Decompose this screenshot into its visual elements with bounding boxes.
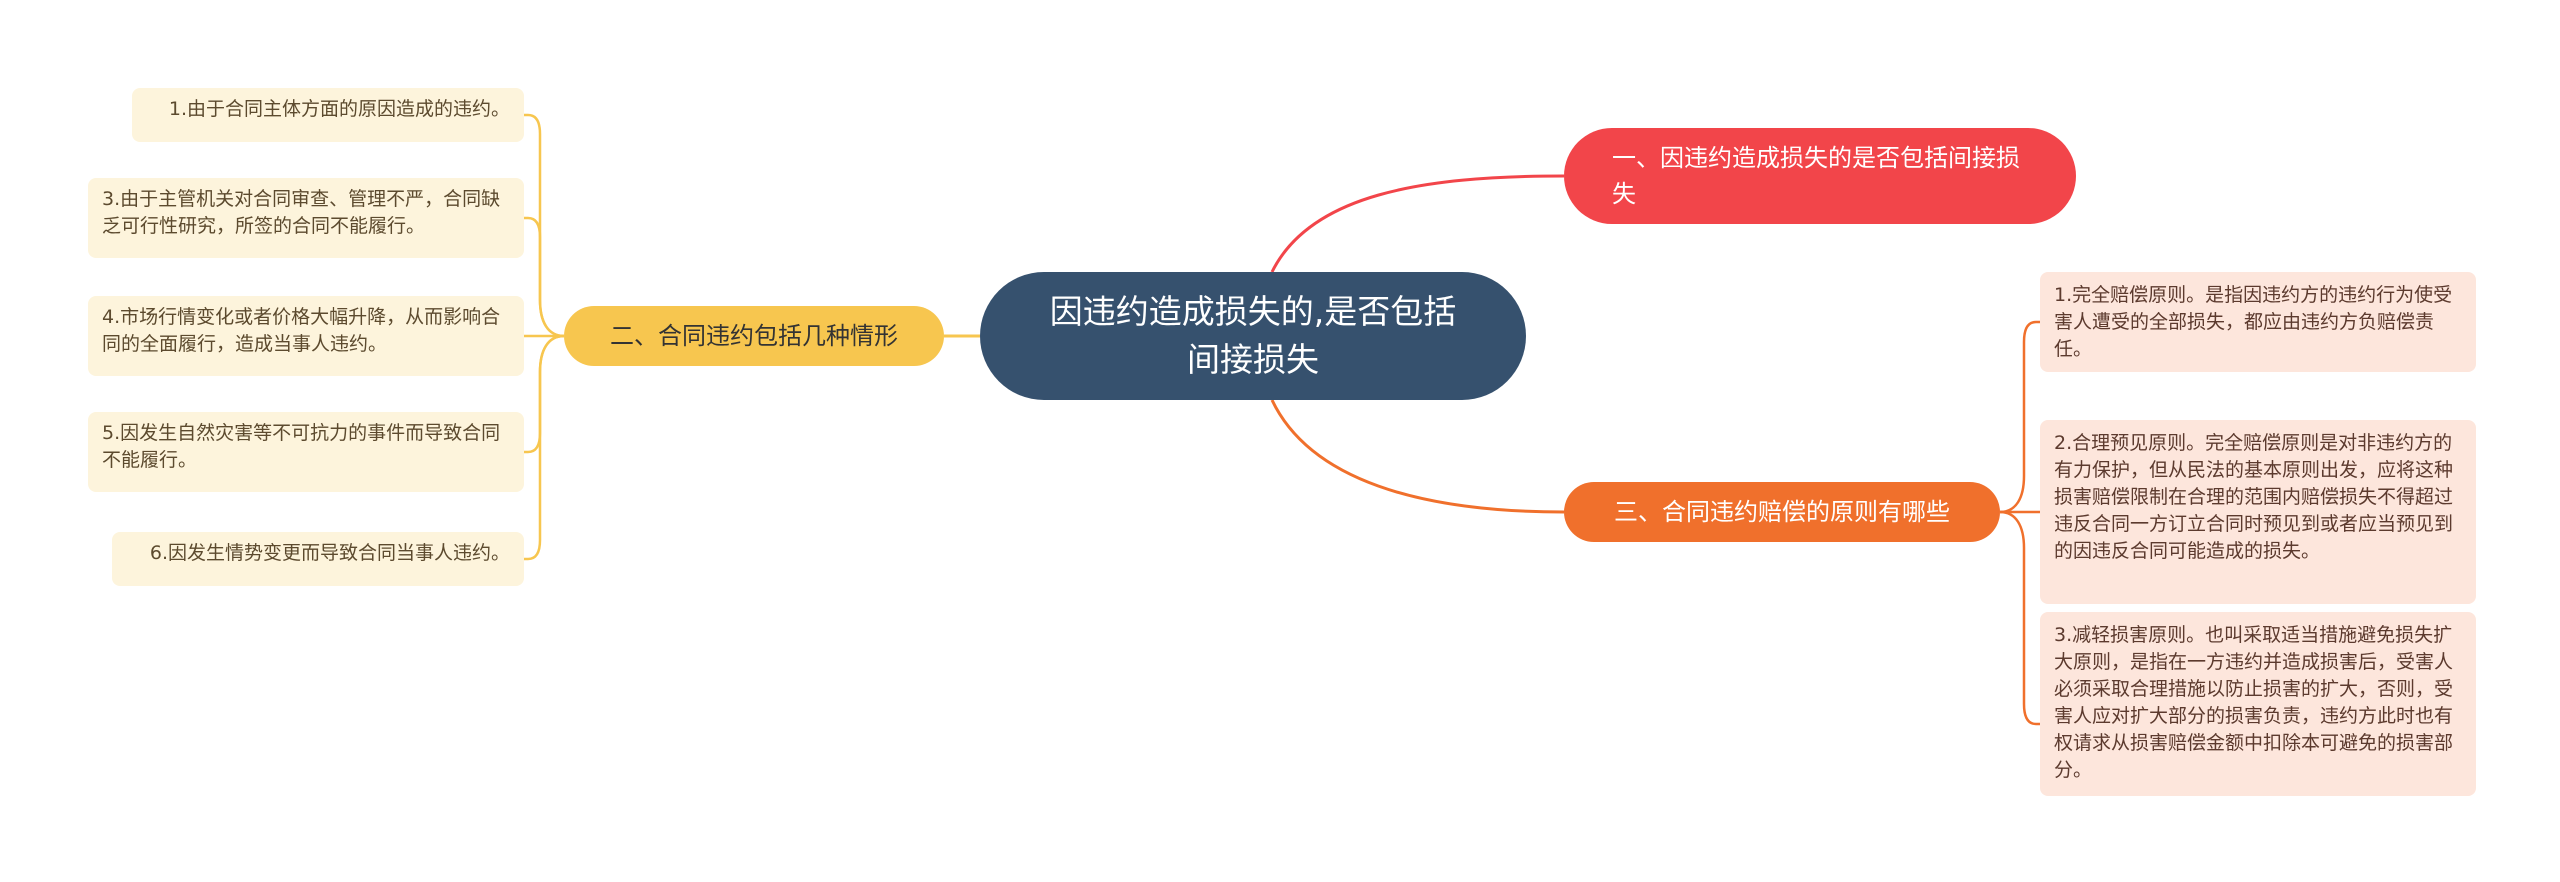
connectors-branch-2 [524, 113, 565, 561]
leaf-2-3-text: 4.市场行情变化或者价格大幅升降，从而影响合同的全面履行，造成当事人违约。 [102, 306, 501, 355]
leaf-node-3-2[interactable]: 2.合理预见原则。完全赔偿原则是对非违约方的有力保护，但从民法的基本原则出发，应… [2040, 420, 2476, 604]
leaf-node-2-1[interactable]: 1.由于合同主体方面的原因造成的违约。 [132, 88, 524, 142]
leaf-3-2-text: 2.合理预见原则。完全赔偿原则是对非违约方的有力保护，但从民法的基本原则出发，应… [2054, 432, 2454, 562]
connector-root-branch-3 [1270, 399, 1565, 514]
branch-2-label: 二、合同违约包括几种情形 [610, 322, 898, 350]
branch-node-2[interactable]: 二、合同违约包括几种情形 [564, 306, 944, 366]
connectors-branch-3 [1999, 320, 2040, 726]
root-node[interactable]: 因违约造成损失的,是否包括间接损失 [980, 272, 1526, 400]
leaf-node-3-1[interactable]: 1.完全赔偿原则。是指因违约方的违约行为使受害人遭受的全部损失，都应由违约方负赔… [2040, 272, 2476, 372]
leaf-node-2-3[interactable]: 4.市场行情变化或者价格大幅升降，从而影响合同的全面履行，造成当事人违约。 [88, 296, 524, 376]
leaf-3-3-text: 3.减轻损害原则。也叫采取适当措施避免损失扩大原则，是指在一方违约并造成损害后，… [2054, 624, 2454, 781]
leaf-2-5-text: 6.因发生情势变更而导致合同当事人违约。 [149, 542, 510, 564]
leaf-3-1-text: 1.完全赔偿原则。是指因违约方的违约行为使受害人遭受的全部损失，都应由违约方负赔… [2054, 284, 2453, 360]
root-node-label: 因违约造成损失的,是否包括间接损失 [1049, 292, 1457, 379]
branch-node-3[interactable]: 三、合同违约赔偿的原则有哪些 [1564, 482, 2000, 542]
leaf-node-2-2[interactable]: 3.由于主管机关对合同审查、管理不严，合同缺乏可行性研究，所签的合同不能履行。 [88, 178, 524, 258]
leaf-2-2-text: 3.由于主管机关对合同审查、管理不严，合同缺乏可行性研究，所签的合同不能履行。 [102, 188, 501, 237]
leaf-node-2-5[interactable]: 6.因发生情势变更而导致合同当事人违约。 [112, 532, 524, 586]
branch-node-1[interactable]: 一、因违约造成损失的是否包括间接损失 [1564, 128, 2076, 224]
leaf-node-3-3[interactable]: 3.减轻损害原则。也叫采取适当措施避免损失扩大原则，是指在一方违约并造成损害后，… [2040, 612, 2476, 796]
leaf-node-2-4[interactable]: 5.因发生自然灾害等不可抗力的事件而导致合同不能履行。 [88, 412, 524, 492]
branch-1-label: 一、因违约造成损失的是否包括间接损失 [1612, 144, 2020, 208]
leaf-2-1-text: 1.由于合同主体方面的原因造成的违约。 [168, 98, 510, 120]
connector-root-branch-1 [1270, 174, 1565, 273]
branch-3-label: 三、合同违约赔偿的原则有哪些 [1614, 498, 1950, 526]
leaf-2-4-text: 5.因发生自然灾害等不可抗力的事件而导致合同不能履行。 [102, 422, 501, 471]
